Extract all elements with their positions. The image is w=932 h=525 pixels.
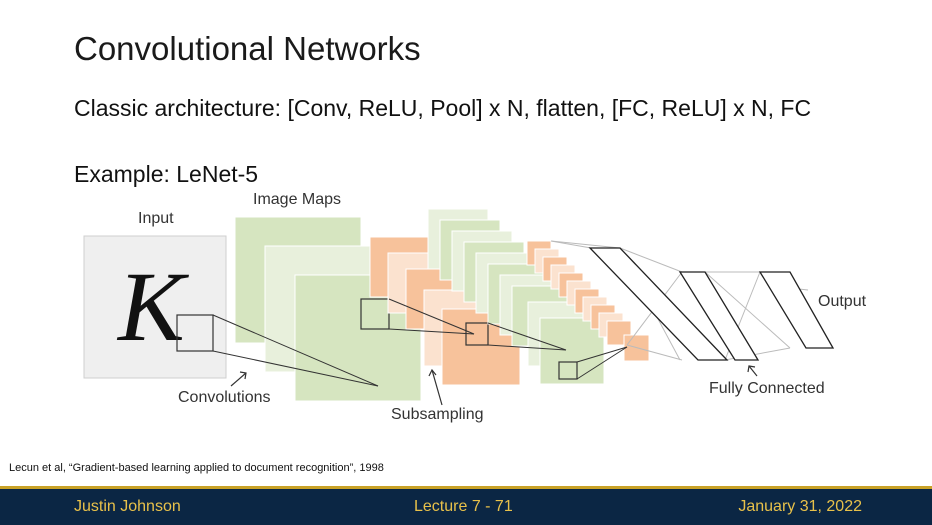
s2-feature-maps (369, 236, 521, 386)
footer-bar: Justin Johnson Lecture 7 - 71 January 31… (0, 486, 932, 525)
c1-feature-maps (234, 216, 422, 402)
convolutions-label: Convolutions (178, 389, 271, 406)
subsampling-label: Subsampling (391, 406, 484, 423)
input-glyph: K (116, 251, 189, 362)
fc-layer-output (758, 271, 835, 349)
slide-title: Convolutional Networks (74, 30, 421, 67)
input-receptive-field (176, 314, 214, 352)
connection-lines (212, 298, 628, 387)
output-label: Output (818, 293, 867, 310)
footer-date: January 31, 2022 (738, 498, 862, 515)
input-image (83, 235, 227, 379)
annotation-arrows (230, 365, 758, 406)
s4-feature-maps (526, 240, 650, 362)
input-label: Input (138, 210, 174, 227)
fc-layer-1 (588, 247, 729, 361)
fully-connected-label: Fully Connected (709, 380, 825, 397)
fc-layers (588, 247, 835, 361)
fc-layer-2 (678, 271, 760, 361)
footer-author: Justin Johnson (74, 498, 181, 515)
image-maps-label: Image Maps (253, 191, 341, 208)
slide-subtitle: Classic architecture: [Conv, ReLU, Pool]… (74, 95, 812, 121)
lenet-diagram: Input K Image Maps (83, 191, 867, 423)
footer-lecture: Lecture 7 - 71 (414, 498, 513, 515)
example-heading: Example: LeNet-5 (74, 161, 259, 187)
citation: Lecun et al, “Gradient-based learning ap… (9, 462, 384, 474)
